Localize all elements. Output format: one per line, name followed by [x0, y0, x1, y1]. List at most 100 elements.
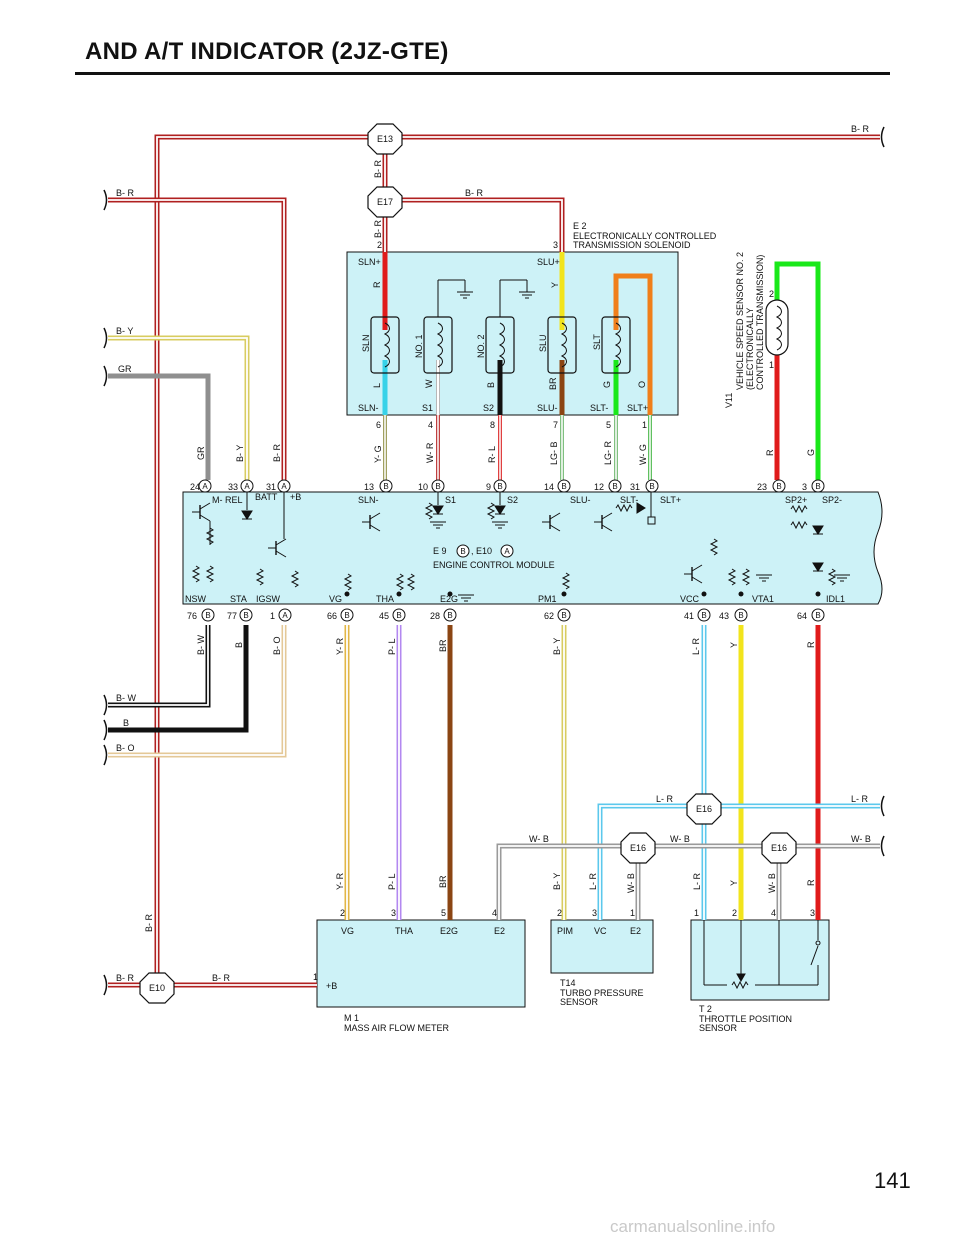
maf-pin-4: 4: [492, 908, 497, 918]
term-s1: S1: [445, 495, 456, 505]
term-idl1: IDL1: [826, 594, 845, 604]
lbl-y-t2: Y: [729, 880, 739, 886]
sol-t-slt-plus: SLT+: [627, 403, 648, 413]
lbl-lr-right: L- R: [656, 794, 674, 804]
lbl-br-e10-right: B- R: [212, 973, 231, 983]
conn-bot-45: B: [396, 611, 401, 620]
lbl-lg-r: LG- R: [603, 440, 613, 465]
sol-pin8: 8: [490, 420, 495, 430]
t2-pin-1: 1: [694, 908, 699, 918]
lbl-w-b-t14: W- B: [626, 873, 636, 893]
pin-bot-28: 28: [430, 611, 440, 621]
solenoid-code: E 2: [573, 221, 587, 231]
t14-name1: TURBO PRESSURE: [560, 988, 644, 998]
term-slu-minus: SLU-: [570, 495, 591, 505]
term-nsw: NSW: [185, 594, 207, 604]
term-m-rel: M- REL: [212, 495, 243, 505]
solenoid-block: [346, 251, 679, 416]
sol-pin4: 4: [428, 420, 433, 430]
ecm-code-e9: E 9: [433, 546, 447, 556]
solenoid-r: R: [372, 281, 382, 288]
lbl-g-vss: G: [806, 449, 816, 456]
conn-bot-1: A: [282, 611, 288, 620]
term-sln-minus: SLN-: [358, 495, 379, 505]
ecm-internals: [191, 492, 851, 602]
solenoid-wire-b: B: [486, 382, 496, 388]
pin-bot-66: 66: [327, 611, 337, 621]
lbl-r-low: R: [806, 641, 816, 648]
page-number: 141: [874, 1168, 911, 1193]
solenoid-pin2: 2: [377, 240, 382, 250]
conn-bot-76: B: [205, 611, 210, 620]
conn-bot-62: B: [561, 611, 566, 620]
pin-bot-43: 43: [719, 611, 729, 621]
term-e2g: E2G: [440, 594, 458, 604]
sol-t-s2: S2: [483, 403, 494, 413]
maf-term-tha: THA: [395, 926, 413, 936]
t14-code: T14: [560, 978, 576, 988]
pin-bot-62: 62: [544, 611, 554, 621]
pin-top-33: 33: [228, 482, 238, 492]
pin-bot-77: 77: [227, 611, 237, 621]
lbl-gr-v: GR: [196, 446, 206, 460]
t14-labels: 2 3 1 PIM VC E2 T14 TURBO PRESSURE SENSO…: [557, 908, 644, 1007]
term-tha: THA: [376, 594, 394, 604]
ecm-conn-b: B: [460, 547, 465, 556]
sol-t-slu-minus: SLU-: [537, 403, 558, 413]
t2-pin-4: 4: [771, 908, 776, 918]
term-slt-plus: SLT+: [660, 495, 681, 505]
solenoid-name1: ELECTRONICALLY CONTROLLED: [573, 231, 717, 241]
conn-bot-77: B: [243, 611, 248, 620]
lbl-b-o-low: B- O: [272, 636, 282, 655]
t2-pin-2: 2: [732, 908, 737, 918]
wire-label-group: B- R B- R B- R B- Y GR B- W B B- O B- R …: [116, 124, 871, 983]
t2-internals: [703, 920, 821, 989]
lbl-w-b-t2: W- B: [767, 873, 777, 893]
solenoid-labels: E 2 ELECTRONICALLY CONTROLLED TRANSMISSI…: [358, 221, 717, 430]
lbl-p-l-low: P- L: [387, 638, 397, 655]
lbl-bw-left: B- W: [116, 693, 137, 703]
wire-b: [108, 625, 249, 733]
term-sp2-minus: SP2-: [822, 495, 842, 505]
conn-top-33: A: [244, 482, 250, 491]
maf-term-e2g: E2G: [440, 926, 458, 936]
maf-term-plus-b: +B: [326, 981, 337, 991]
conn-top-13: B: [383, 482, 388, 491]
ecm-title: ENGINE CONTROL MODULE: [433, 560, 555, 570]
t2-pin-3: 3: [810, 908, 815, 918]
coil-sln: SLN: [361, 334, 371, 352]
maf-block: [316, 919, 526, 1008]
lbl-lg-b: LG- B: [549, 441, 559, 465]
ecm-terminal-labels: M- REL BATT +B SLN- S1 S2 SLU- SLT- SLT+…: [185, 492, 845, 604]
t14-term-pim: PIM: [557, 926, 573, 936]
solenoid-wire-w: W: [424, 379, 434, 388]
pin-top-12: 12: [594, 482, 604, 492]
t14-pin-3: 3: [592, 908, 597, 918]
term-sp2-plus: SP2+: [785, 495, 807, 505]
coil-no2: NO. 2: [476, 334, 486, 358]
t2-name1: THROTTLE POSITION: [699, 1014, 792, 1024]
pin-top-14: 14: [544, 482, 554, 492]
lbl-wb-mid: W- B: [670, 834, 690, 844]
t2-code: T 2: [699, 1004, 712, 1014]
lbl-y-r-low: Y- R: [335, 637, 345, 655]
pin-bot-41: 41: [684, 611, 694, 621]
vss-name3: CONTROLLED TRANSMISSION): [755, 255, 765, 390]
solenoid-name2: TRANSMISSION SOLENOID: [573, 240, 691, 250]
lbl-b-low: B: [234, 642, 244, 648]
term-igsw: IGSW: [256, 594, 281, 604]
term-vg: VG: [329, 594, 342, 604]
lbl-br-vertical: B- R: [144, 913, 154, 932]
pin-top-31a: 31: [266, 482, 276, 492]
t2-labels: 1 2 4 3 T 2 THROTTLE POSITION SENSOR: [694, 908, 815, 1033]
vss-name2: (ELECTRONICALLY: [745, 308, 755, 390]
ecm-block: [182, 491, 883, 605]
term-vcc: VCC: [680, 594, 700, 604]
pin-bot-64: 64: [797, 611, 807, 621]
lbl-b-y-low: B- Y: [552, 638, 562, 655]
term-batt: BATT: [255, 492, 278, 502]
conn-top-9: B: [497, 482, 502, 491]
lbl-lr-right2: L- R: [851, 794, 869, 804]
lbl-br-e13-v: B- R: [373, 159, 383, 178]
